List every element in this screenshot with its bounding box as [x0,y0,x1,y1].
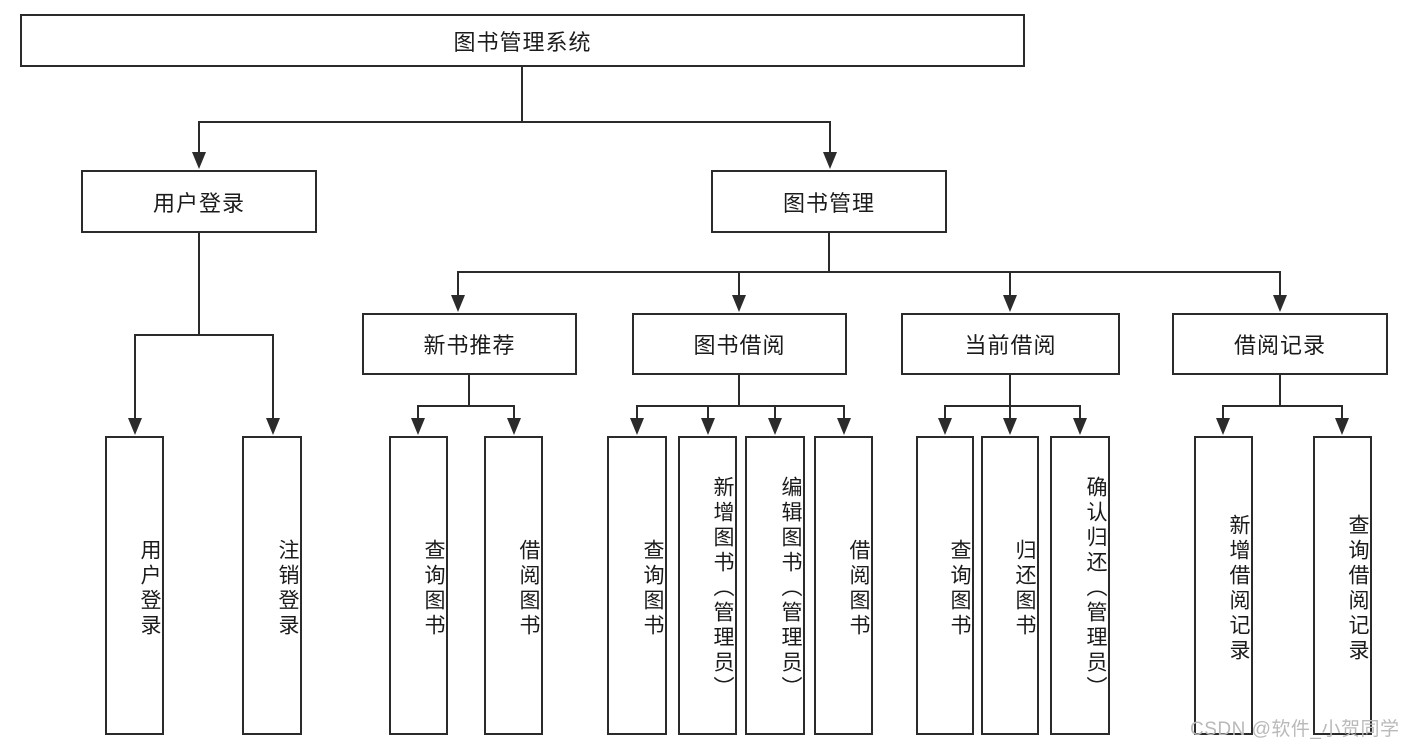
arrowhead-root-to-user-login [192,152,206,169]
arrowhead-bm-to-current-borrow [1003,295,1017,312]
node-label: 借阅记录 [1233,333,1326,358]
node-leaf-add-borrow-record[interactable]: 新增借阅记录 [1194,436,1253,735]
node-book-borrow[interactable]: 图书借阅 [632,313,847,375]
node-label: 归还图书 [1013,538,1036,639]
node-leaf-query-book-current[interactable]: 查询图书 [916,436,974,735]
arrowhead-bm-to-borrow-record [1273,295,1287,312]
connector-user-login-bus [134,334,274,336]
connector-br-bus [1222,405,1342,407]
node-label: 当前借阅 [964,333,1057,358]
node-user-login[interactable]: 用户登录 [81,170,317,233]
arrowhead-bb-to-add-book [701,418,715,435]
node-leaf-edit-book-admin[interactable]: 编辑图书（管理员） [745,436,805,735]
connector-bm-drop-1 [457,271,459,296]
connector-cb-drop-3 [1079,405,1081,419]
connector-bb-stem [738,375,740,406]
connector-user-login-stem [198,233,200,335]
connector-bm-drop-3 [1009,271,1011,296]
connector-nbr-bus [417,405,515,407]
arrowhead-cb-to-confirm-return [1073,418,1087,435]
node-label: 用户登录 [152,190,245,216]
arrowhead-cb-to-return-book [1003,418,1017,435]
node-root-book-management-system[interactable]: 图书管理系统 [20,14,1025,67]
connector-bb-drop-2 [707,405,709,419]
node-current-borrow[interactable]: 当前借阅 [901,313,1120,375]
node-label: 借阅图书 [847,538,870,639]
arrowhead-bb-to-borrow-book [837,418,851,435]
connector-cb-bus [944,405,1080,407]
connector-cb-drop-2 [1009,405,1011,419]
node-label: 用户登录 [138,538,161,639]
connector-book-management-bus [457,271,1281,273]
node-label: 查询图书 [641,538,664,639]
arrowhead-bm-to-new-book-recommend [451,295,465,312]
node-leaf-query-borrow-record[interactable]: 查询借阅记录 [1313,436,1372,735]
connector-bm-drop-4 [1279,271,1281,296]
node-leaf-return-book[interactable]: 归还图书 [981,436,1039,735]
node-label: 编辑图书（管理员） [779,476,802,701]
arrowhead-br-to-query-record [1335,418,1349,435]
node-new-book-recommend[interactable]: 新书推荐 [362,313,577,375]
node-leaf-user-login[interactable]: 用户登录 [105,436,164,735]
node-label: 注销登录 [276,538,299,639]
node-book-management[interactable]: 图书管理 [711,170,947,233]
connector-root-drop-2 [829,121,831,153]
node-leaf-query-book-borrow[interactable]: 查询图书 [607,436,667,735]
arrowhead-nbr-to-borrow-book [507,418,521,435]
connector-root-bus [199,121,831,123]
arrowhead-bb-to-edit-book [768,418,782,435]
node-label: 查询图书 [948,538,971,639]
watermark-text: CSDN @软件_小贺同学 [1190,719,1400,740]
node-label: 新增借阅记录 [1227,513,1250,664]
connector-nbr-drop-2 [513,405,515,419]
connector-bb-drop-3 [774,405,776,419]
arrowhead-user-login-to-login [128,418,142,435]
connector-user-login-drop-1 [134,334,136,419]
node-leaf-query-book-recommend[interactable]: 查询图书 [389,436,448,735]
arrowhead-br-to-add-record [1216,418,1230,435]
connector-book-management-stem [828,233,830,272]
node-label: 查询借阅记录 [1346,513,1369,664]
arrowhead-bb-to-query-book [630,418,644,435]
node-borrow-record[interactable]: 借阅记录 [1172,313,1388,375]
node-label: 新增图书（管理员） [711,476,734,701]
connector-br-drop-2 [1341,405,1343,419]
connector-root-stem [521,67,523,122]
node-label: 图书管理 [782,190,875,216]
connector-br-stem [1279,375,1281,406]
connector-root-drop-1 [198,121,200,153]
connector-nbr-stem [468,375,470,406]
arrowhead-user-login-to-logout [266,418,280,435]
arrowhead-cb-to-query-book [938,418,952,435]
connector-br-drop-1 [1222,405,1224,419]
node-leaf-borrow-book-recommend[interactable]: 借阅图书 [484,436,543,735]
connector-bb-bus [636,405,844,407]
connector-bm-drop-2 [738,271,740,296]
node-label: 借阅图书 [517,538,540,639]
node-leaf-add-book-admin[interactable]: 新增图书（管理员） [678,436,737,735]
node-leaf-confirm-return-admin[interactable]: 确认归还（管理员） [1050,436,1110,735]
arrowhead-root-to-book-management [823,152,837,169]
node-label: 确认归还（管理员） [1084,476,1107,701]
connector-bb-drop-4 [843,405,845,419]
connector-cb-stem [1009,375,1011,406]
arrowhead-nbr-to-query-book [411,418,425,435]
node-label: 图书借阅 [693,333,786,358]
node-leaf-logout[interactable]: 注销登录 [242,436,302,735]
node-label: 新书推荐 [423,333,516,358]
connector-cb-drop-1 [944,405,946,419]
connector-user-login-drop-2 [272,334,274,419]
connector-nbr-drop-1 [417,405,419,419]
arrowhead-bm-to-book-borrow [732,295,746,312]
connector-bb-drop-1 [636,405,638,419]
node-leaf-borrow-book[interactable]: 借阅图书 [814,436,873,735]
node-label: 图书管理系统 [453,29,592,55]
node-label: 查询图书 [422,538,445,639]
